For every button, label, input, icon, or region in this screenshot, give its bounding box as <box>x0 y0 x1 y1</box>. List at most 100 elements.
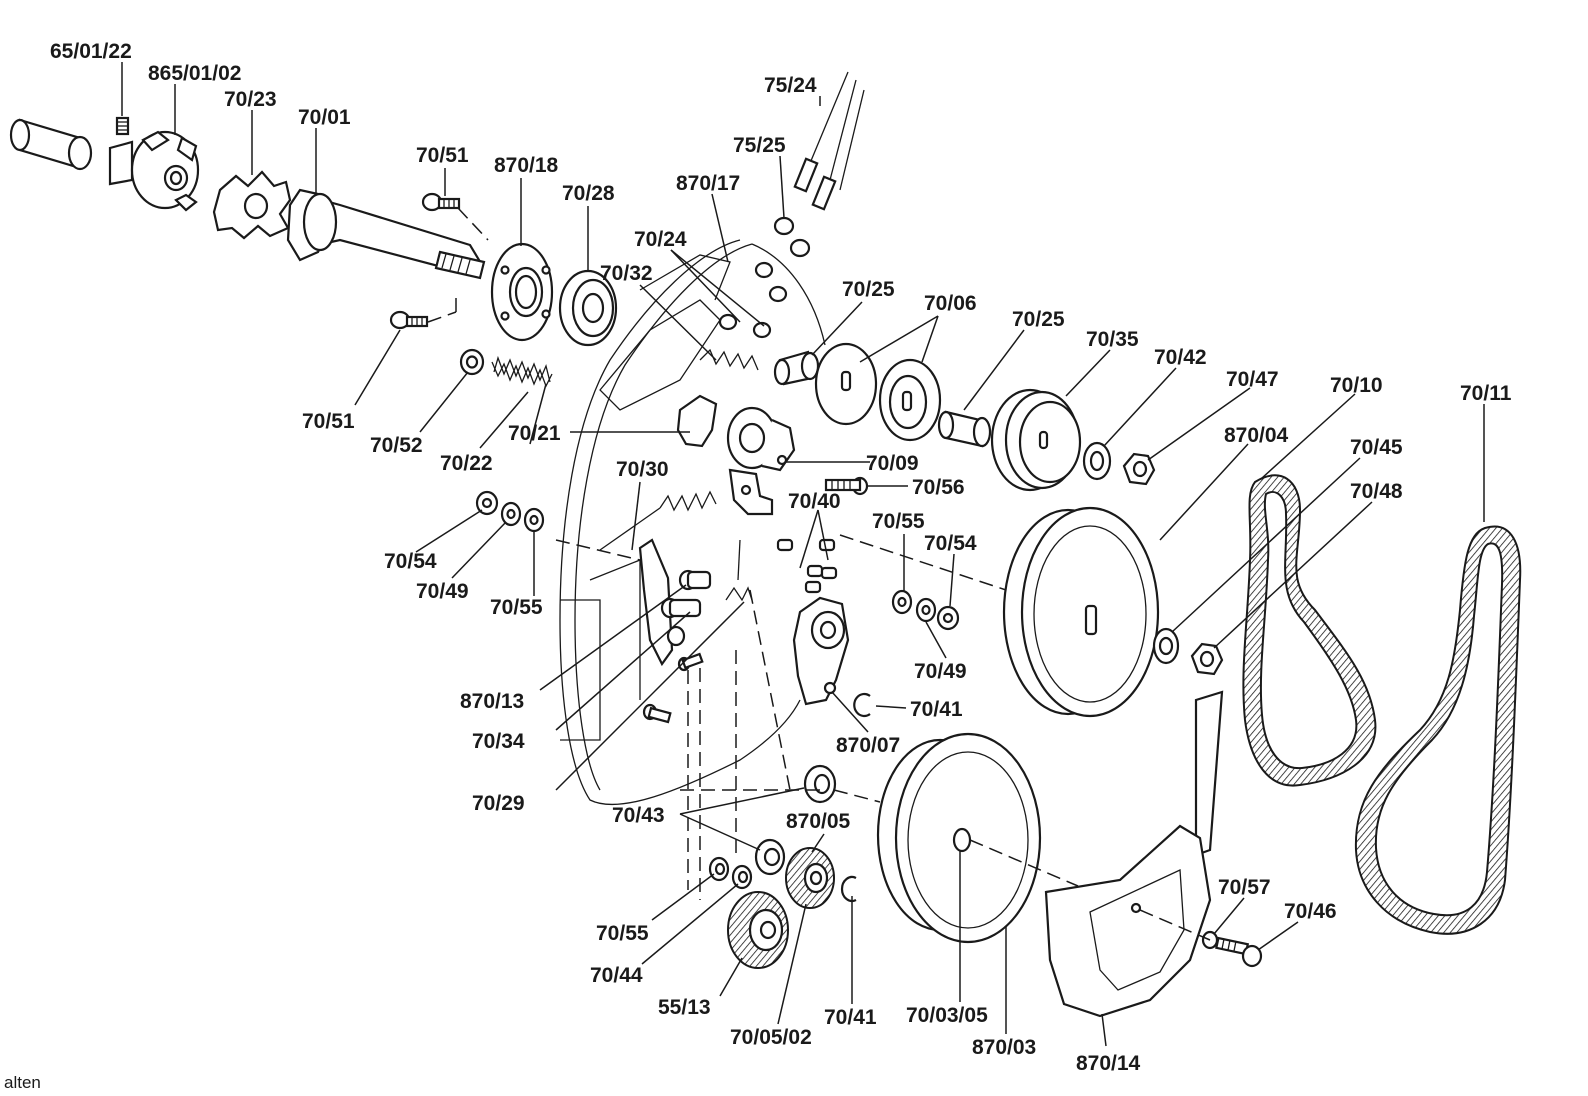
coupling-865-01-02 <box>108 130 200 212</box>
label-70-42: 70/42 <box>1154 346 1207 369</box>
label-70-51-upper: 70/51 <box>416 144 469 167</box>
spring-70-30 <box>599 490 717 551</box>
label-70-23: 70/23 <box>224 88 277 111</box>
label-70-51-lower: 70/51 <box>302 410 355 433</box>
label-70-49-right: 70/49 <box>914 660 967 683</box>
shaft-70-01 <box>286 188 486 280</box>
nuts-75-25 <box>718 216 811 339</box>
label-70-28: 70/28 <box>562 182 615 205</box>
label-70-34: 70/34 <box>472 730 525 753</box>
washer-70-44 <box>731 864 753 890</box>
label-70-22: 70/22 <box>440 452 493 475</box>
bushing-70-25-upper <box>773 350 820 386</box>
spring-70-22 <box>491 355 553 388</box>
nut-70-47 <box>1122 452 1156 486</box>
washer-70-42 <box>1082 441 1112 481</box>
label-75-25: 75/25 <box>733 134 786 157</box>
label-70-40: 70/40 <box>788 490 841 513</box>
screw-70-51-lower <box>389 310 429 330</box>
pulley-870-04 <box>1002 506 1160 718</box>
bearing-70-28 <box>558 269 618 347</box>
label-70-21: 70/21 <box>508 422 561 445</box>
label-75-24: 75/24 <box>764 74 817 97</box>
label-70-57: 70/57 <box>1218 876 1271 899</box>
bracket-70-21 <box>676 394 796 472</box>
label-70-43: 70/43 <box>612 804 665 827</box>
set-screw-65-01-22 <box>115 116 130 136</box>
leader-lines <box>121 62 1485 1047</box>
label-70-55-left: 70/55 <box>490 596 543 619</box>
label-70-46: 70/46 <box>1284 900 1337 923</box>
screw-70-56 <box>824 476 869 496</box>
gear-870-05 <box>785 847 835 909</box>
label-870-14: 870/14 <box>1076 1052 1141 1075</box>
label-70-03-05: 70/03/05 <box>906 1004 988 1027</box>
bushing-70-25-lower <box>937 410 992 448</box>
label-870-05: 870/05 <box>786 810 851 833</box>
spring-clip-70-29 <box>725 539 753 602</box>
pulley-870-03 <box>876 732 1042 944</box>
label-70-52: 70/52 <box>370 434 423 457</box>
label-865-01-02: 865/01/02 <box>148 62 241 85</box>
label-870-03: 870/03 <box>972 1036 1036 1059</box>
flange-870-18 <box>490 242 554 342</box>
washer-70-45 <box>1152 627 1180 665</box>
belt-70-11 <box>1354 525 1522 935</box>
label-70-41-lower: 70/41 <box>824 1006 877 1029</box>
nut-70-48 <box>1190 642 1224 676</box>
label-870-04: 870/04 <box>1224 424 1289 447</box>
label-55-13: 55/13 <box>658 996 711 1019</box>
label-70-35: 70/35 <box>1086 328 1139 351</box>
label-70-49-left: 70/49 <box>416 580 469 603</box>
label-70-01: 70/01 <box>298 106 351 129</box>
label-70-06: 70/06 <box>924 292 977 315</box>
label-70-47: 70/47 <box>1226 368 1279 391</box>
gear-55-13 <box>727 891 789 969</box>
washer-70-43-lower <box>754 838 786 876</box>
label-70-56: 70/56 <box>912 476 965 499</box>
label-70-24: 70/24 <box>634 228 687 251</box>
footer-text-fragment: alten <box>4 1073 41 1092</box>
label-70-05-02: 70/05/02 <box>730 1026 812 1049</box>
label-70-55-right: 70/55 <box>872 510 925 533</box>
label-70-45: 70/45 <box>1350 436 1403 459</box>
label-70-48: 70/48 <box>1350 480 1403 503</box>
label-70-10: 70/10 <box>1330 374 1383 397</box>
washers-70-55-70-49-70-54-right <box>891 589 960 631</box>
centre-lines <box>427 207 1211 941</box>
label-70-54-left: 70/54 <box>384 550 437 573</box>
screw-70-51-upper <box>421 192 461 212</box>
label-870-18: 870/18 <box>494 154 559 177</box>
spring-70-32 <box>699 348 759 371</box>
bracket-70-09 <box>728 468 774 516</box>
label-70-32: 70/32 <box>600 262 653 285</box>
label-70-25-lower: 70/25 <box>1012 308 1065 331</box>
label-65-01-22: 65/01/22 <box>50 40 132 63</box>
label-70-25-upper: 70/25 <box>842 278 895 301</box>
clip-70-41-upper <box>853 692 871 718</box>
label-70-54-right: 70/54 <box>924 532 977 555</box>
tensioner-arm-870-07 <box>792 596 850 706</box>
screw-70-34 <box>642 652 704 724</box>
fastener-70-57-70-46 <box>1201 930 1263 968</box>
label-870-07: 870/07 <box>836 734 900 757</box>
disc-70-06-back <box>878 358 942 442</box>
washers-70-54-70-49-70-55-left <box>475 490 545 533</box>
disc-70-06-front <box>814 342 878 426</box>
part-labels: 65/01/22 865/01/02 70/23 70/01 70/51 870… <box>50 40 1512 1075</box>
cables-75-24 <box>793 71 865 211</box>
label-70-29: 70/29 <box>472 792 525 815</box>
washer-70-55-lower <box>708 856 730 882</box>
label-70-41-upper: 70/41 <box>910 698 963 721</box>
label-70-30: 70/30 <box>616 458 669 481</box>
label-70-11: 70/11 <box>1460 382 1512 405</box>
washer-70-43-upper <box>803 764 837 804</box>
pulley-70-35 <box>990 388 1082 492</box>
pins-70-40 <box>776 538 838 594</box>
label-70-44: 70/44 <box>590 964 643 987</box>
label-70-09: 70/09 <box>866 452 919 475</box>
label-70-55-lower: 70/55 <box>596 922 649 945</box>
clip-70-41-lower <box>840 875 857 903</box>
nut-70-52 <box>459 348 485 376</box>
